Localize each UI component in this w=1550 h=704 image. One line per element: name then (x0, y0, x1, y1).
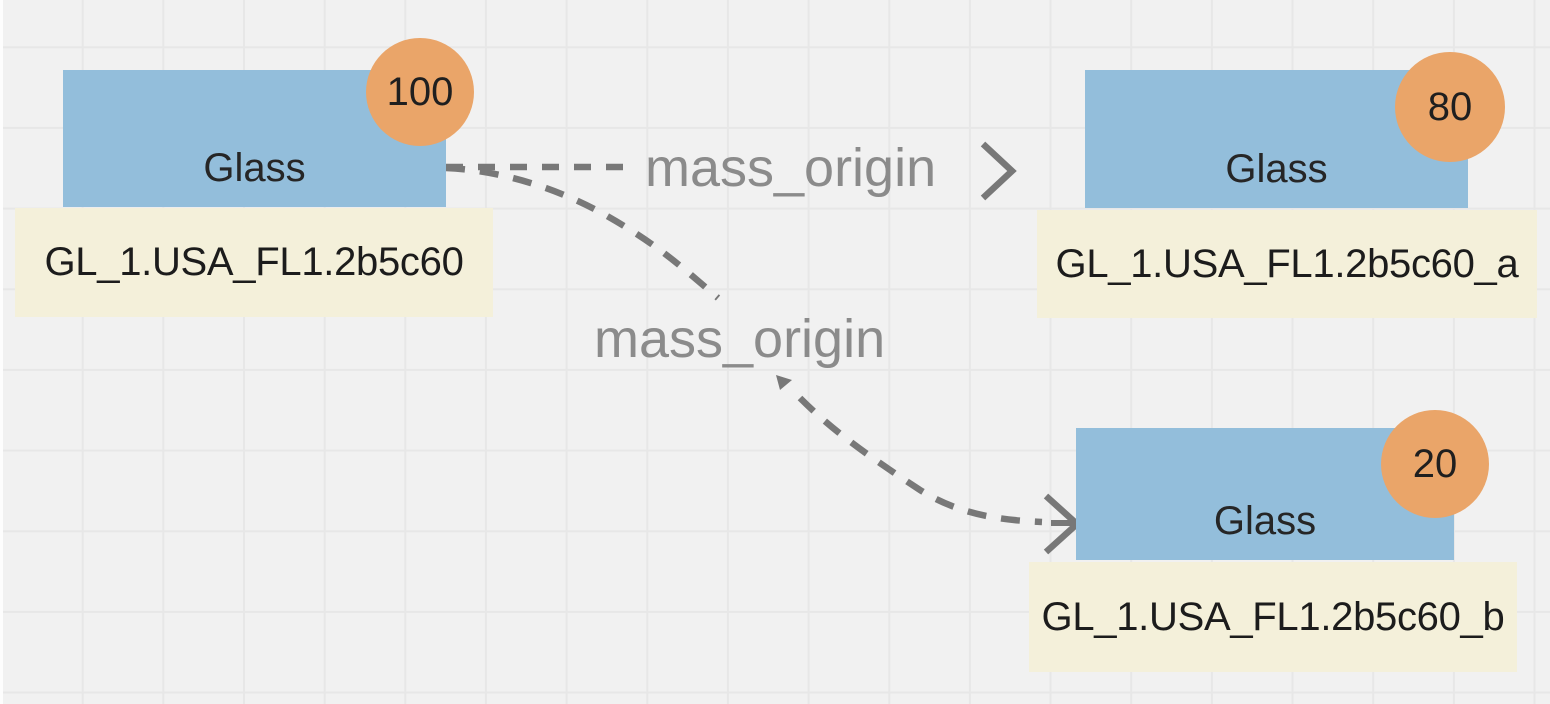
mass-badge[interactable]: 80 (1395, 52, 1505, 162)
edge-label-mass-origin-2[interactable]: mass_origin (594, 309, 886, 369)
canvas-left-edge (0, 0, 3, 704)
node-name-box[interactable]: GL_1.USA_FL1.2b5c60_b (1029, 562, 1517, 672)
node-body[interactable]: Glass (63, 70, 446, 207)
edge-arrowhead-icon (980, 141, 1017, 201)
edge-label-mass-origin-1[interactable]: mass_origin (645, 138, 937, 198)
edge-mass-origin-2-path[interactable] (445, 164, 721, 301)
edge-mass-origin-2-path[interactable] (797, 395, 1043, 526)
node-name-box[interactable]: GL_1.USA_FL1.2b5c60_a (1037, 210, 1537, 318)
node-name-box[interactable]: GL_1.USA_FL1.2b5c60 (15, 208, 493, 317)
mass-badge[interactable]: 20 (1381, 410, 1489, 518)
edge-direction-icon (776, 375, 792, 390)
mass-badge[interactable]: 100 (366, 38, 474, 146)
